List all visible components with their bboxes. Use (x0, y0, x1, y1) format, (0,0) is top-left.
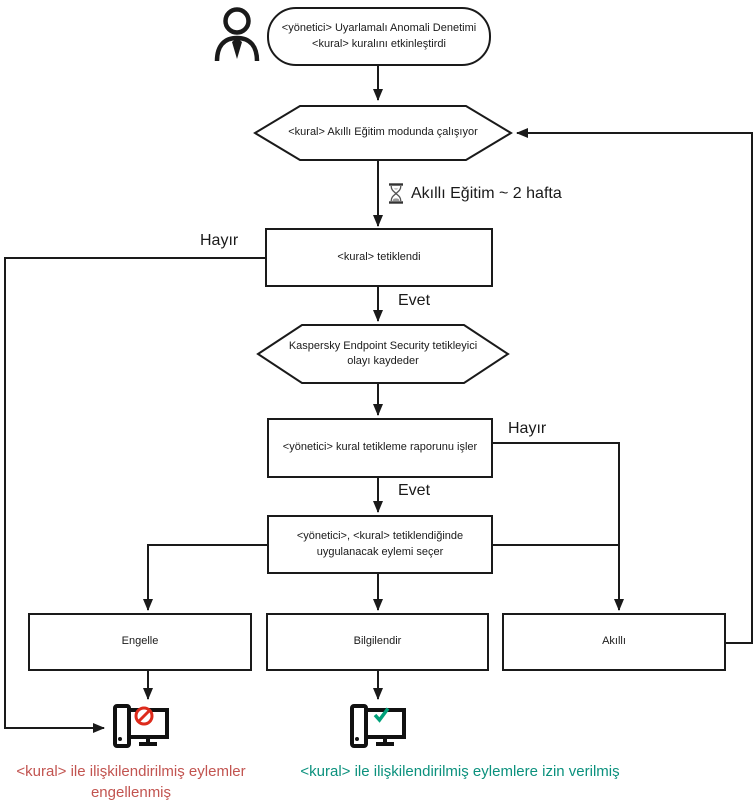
computer-allowed-icon (350, 704, 406, 748)
action-smart-label: Akıllı (602, 635, 626, 648)
prohibition-icon (134, 706, 154, 726)
rule-triggered-label: <kural> tetiklendi (337, 250, 421, 263)
training-mode-label: <kural> Akıllı Eğitim modunda çalışıyor (288, 126, 478, 139)
training-mode-shape (253, 105, 513, 161)
process-report-label: <yönetici> kural tetikleme raporunu işle… (282, 441, 478, 454)
arrow-choose-to-block (143, 544, 268, 611)
no-label-right: Hayır (508, 420, 547, 437)
user-icon (214, 7, 260, 62)
checkmark-icon (373, 707, 390, 723)
yes-label-after-report: Evet (398, 482, 431, 499)
training-duration-label: Akıllı Eğitim ~ 2 hafta (411, 184, 562, 202)
start-node-label: <yönetici> Uyarlamalı Anomali Denetimi <… (281, 22, 477, 50)
yes-label-after-trigger: Evet (398, 292, 431, 309)
action-block-shape (28, 613, 252, 671)
process-report-shape (267, 418, 493, 478)
training-duration-annotation: Akıllı Eğitim ~ 2 hafta (388, 183, 562, 204)
log-event-label: Kaspersky Endpoint Security tetikleyici … (288, 339, 478, 367)
hourglass-icon (389, 183, 403, 204)
node-shapes (28, 7, 726, 671)
result-allowed-caption: <kural> ile ilişkilendirilmiş eylemlere … (300, 763, 620, 780)
result-blocked-caption: <kural> ile ilişkilendirilmiş eylemler e… (16, 763, 246, 801)
arrow-no-to-blocked (4, 257, 266, 733)
no-label-left: Hayır (200, 232, 239, 249)
action-block-label: Engelle (121, 635, 159, 648)
choose-action-label: <yönetici>, <kural> tetiklendiğinde uygu… (296, 530, 464, 558)
log-event-shape (256, 324, 510, 384)
rule-triggered-shape (265, 228, 493, 287)
computer-blocked-icon (113, 704, 169, 748)
connector-lines (4, 66, 753, 733)
arrow-no-to-smart (492, 442, 624, 611)
choose-action-shape (267, 515, 493, 574)
start-shape (267, 7, 491, 66)
action-smart-shape (502, 613, 726, 671)
arrow-smart-loop-to-training (516, 128, 753, 644)
action-inform-label: Bilgilendir (353, 635, 402, 648)
action-inform-shape (266, 613, 489, 671)
